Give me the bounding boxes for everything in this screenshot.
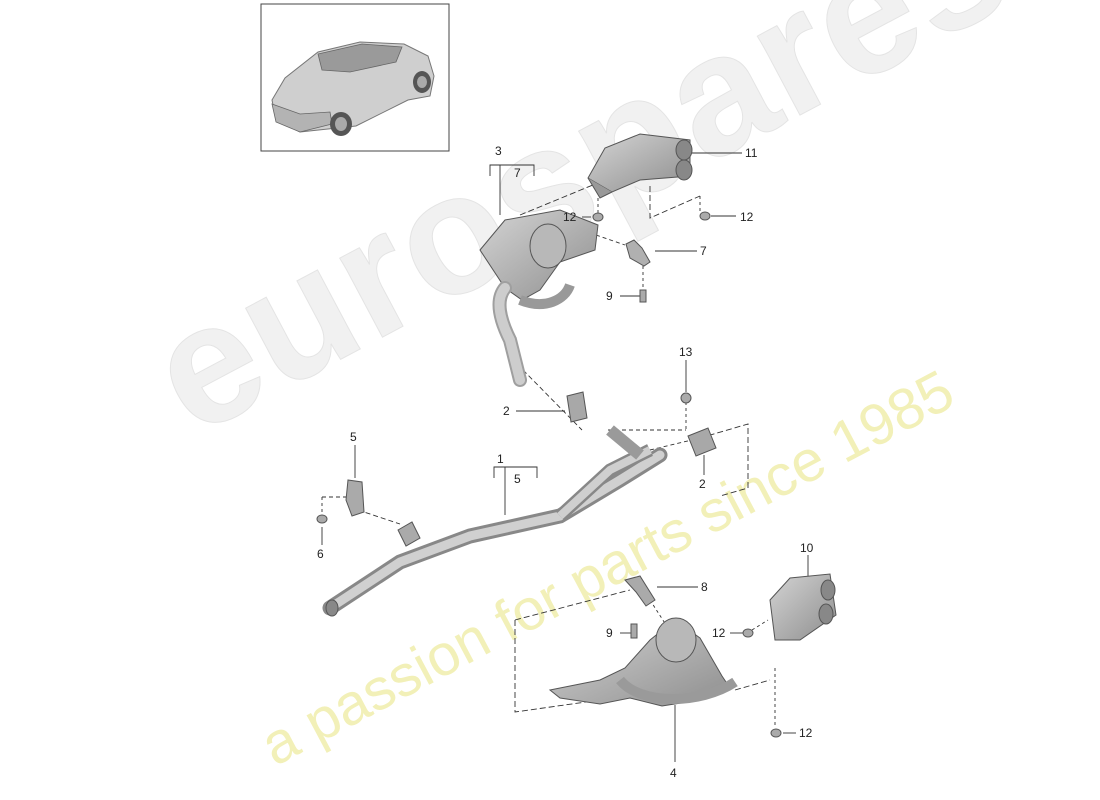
part-2-clamp-right <box>687 427 717 457</box>
part-3-rear-silencer <box>479 209 599 387</box>
callout-1: 1 <box>497 452 504 466</box>
part-6-nut <box>316 514 328 524</box>
callout-9-lower: 9 <box>606 626 613 640</box>
callout-12-a: 12 <box>563 210 577 224</box>
callout-13: 13 <box>679 345 693 359</box>
callout-4: 4 <box>670 766 677 780</box>
callout-12-c: 12 <box>712 626 726 640</box>
callout-7-top: 7 <box>514 166 521 180</box>
car-icon <box>271 41 435 136</box>
callout-6: 6 <box>317 547 324 561</box>
leader-lines <box>321 152 809 762</box>
callout-11: 11 <box>745 146 758 160</box>
callout-2-right: 2 <box>699 477 706 491</box>
callout-9-top: 9 <box>606 289 613 303</box>
part-12-nut-c <box>742 628 754 638</box>
part-2-clamp-middle <box>566 391 588 423</box>
callout-10: 10 <box>800 541 814 555</box>
thumbnail-car <box>260 3 450 152</box>
callout-5-bracket: 5 <box>514 472 521 486</box>
part-8-bracket <box>624 575 656 607</box>
part-9-bolt-lower <box>630 623 638 639</box>
callout-8: 8 <box>701 580 708 594</box>
part-9-bolt-top <box>639 289 647 303</box>
part-5-bracket <box>345 479 365 517</box>
part-7-bracket <box>625 239 651 267</box>
callout-12-d: 12 <box>799 726 813 740</box>
callout-2-middle: 2 <box>503 404 510 418</box>
part-12-nut-d <box>770 728 782 738</box>
callout-12-b: 12 <box>740 210 754 224</box>
part-12-nut-b <box>699 211 711 221</box>
part-13-nut <box>680 392 692 404</box>
part-12-nut-a <box>592 212 604 222</box>
exhaust-parts <box>316 133 837 738</box>
callout-3: 3 <box>495 144 502 158</box>
part-10-tailpipe-lower <box>769 573 837 641</box>
part-4-rear-silencer-lower <box>548 617 738 707</box>
callout-5-left: 5 <box>350 430 357 444</box>
callout-7-right: 7 <box>700 244 707 258</box>
part-1-front-pipe <box>322 425 668 617</box>
part-11-tailpipe-top <box>587 133 693 199</box>
